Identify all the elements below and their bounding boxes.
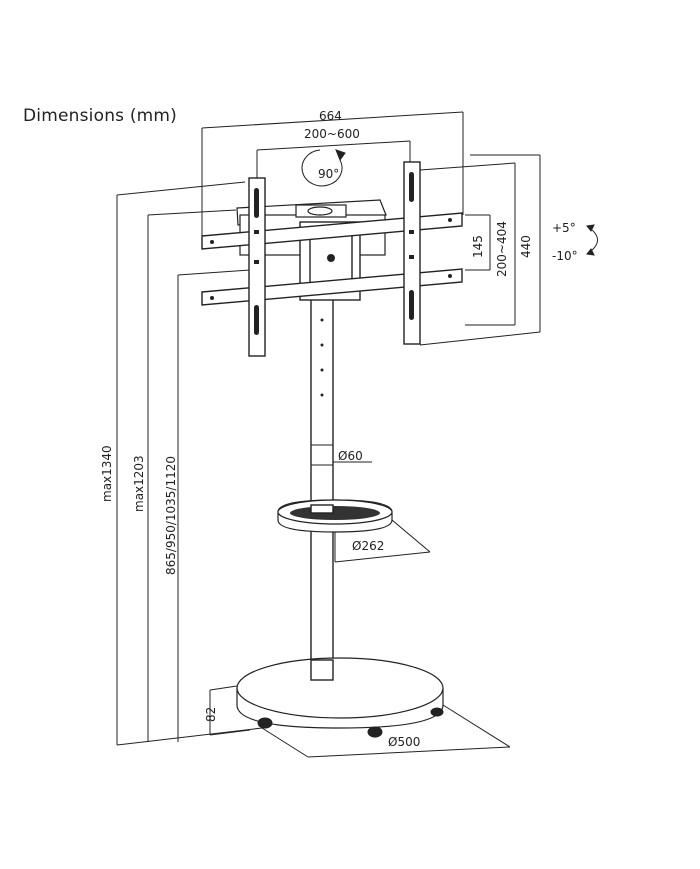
vesa-width-label: 200~600 [304,127,360,141]
vesa-height-label: 200~404 [495,221,509,277]
max-height-center-label: max1203 [132,455,146,512]
horizontal-arms [201,212,463,306]
vesa-height-dimension: 200~404 [419,162,516,326]
overall-width-label: 664 [319,109,342,123]
bracket-spacing-label: 145 [471,235,485,258]
pole-diameter-dimension: Ø60 [333,449,372,463]
base [236,657,444,738]
max-height-center-dimension: max1203 [132,209,237,742]
rotation-indicator: 90° [301,149,346,187]
page-title: Dimensions (mm) [23,106,178,126]
pole-heights-label: 865/950/1035/1120 [164,456,178,575]
base-diameter-label: Ø500 [388,735,420,749]
overall-width-dimension: 664 [201,109,464,240]
pole-diameter-label: Ø60 [338,449,363,463]
vesa-width-dimension: 200~600 [256,127,411,180]
bracket-height-dimension: 440 [419,154,541,346]
pole-heights-dimension: 865/950/1035/1120 [164,269,251,742]
base-height-label: 82 [204,707,218,722]
bracket-spacing-dimension: 145 [465,214,491,271]
shelf [277,499,393,533]
base-diameter-dimension: Ø500 [261,704,511,758]
tilt-up-label: +5° [552,221,576,235]
max-height-total-label: max1340 [100,445,114,502]
base-height-dimension: 82 [204,685,251,736]
right-vertical-bracket [403,161,421,345]
rotation-label: 90° [318,167,339,181]
max-height-total-dimension: max1340 [100,181,263,746]
left-vertical-bracket [248,177,266,357]
tilt-indicator: +5° -10° [552,221,598,263]
shelf-diameter-label: Ø262 [352,539,384,553]
pole [310,289,334,676]
tilt-down-label: -10° [552,249,578,263]
shelf-diameter-dimension: Ø262 [334,519,431,563]
bracket-height-label: 440 [519,235,533,258]
